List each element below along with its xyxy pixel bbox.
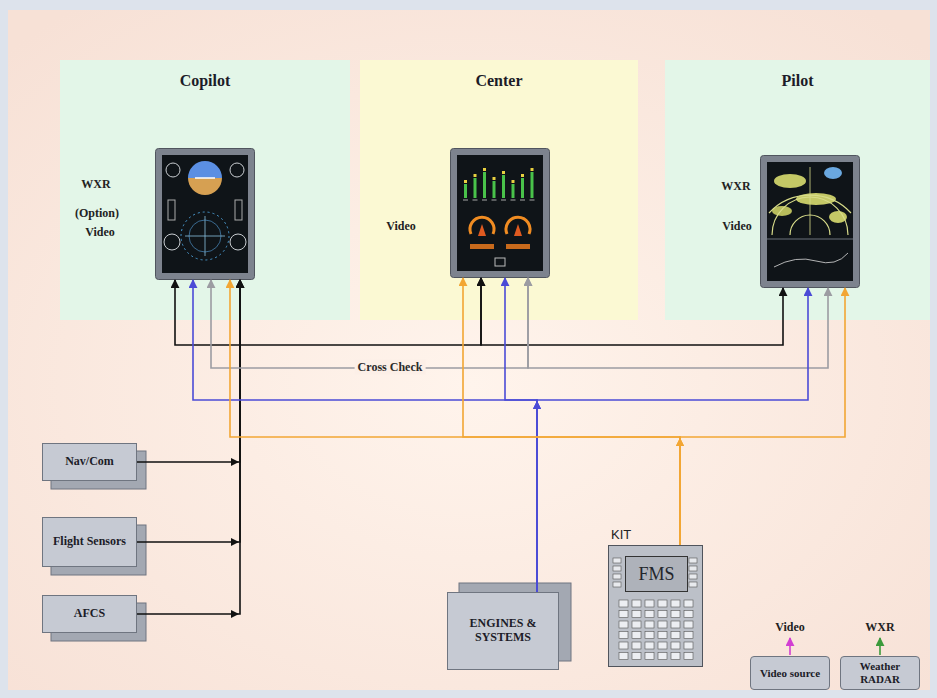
- video-key-arrow: [789, 638, 791, 655]
- junction-arrowhead: [533, 401, 541, 409]
- text-column: ENGINES & SYSTEMS: [454, 617, 552, 645]
- signal-name-holder: Video: [775, 620, 805, 635]
- fms-screen: FMS: [625, 556, 688, 592]
- systems-unit-box: ENGINES & SYSTEMS: [447, 592, 559, 670]
- autopilot-unit-box: AFCS: [42, 595, 137, 633]
- signal-bus: [680, 288, 845, 545]
- signal-name: Video: [386, 219, 416, 234]
- signal-name-holder: Video: [386, 219, 416, 234]
- unit-label: Flight Sensors: [53, 535, 126, 549]
- signal-name: (Option): [75, 206, 119, 221]
- bus-label-holder: Cross Check: [355, 360, 426, 375]
- signal-bus: [537, 288, 808, 592]
- signal-name-holder: (Option): [75, 206, 119, 221]
- signal-name-holder: WXR: [81, 177, 110, 192]
- panel-title: Pilot: [665, 72, 930, 90]
- signal-name: WXR: [865, 620, 894, 635]
- signal-name: WXR: [721, 179, 750, 194]
- unit-label: Video source: [760, 667, 820, 680]
- signal-bus: [211, 278, 528, 368]
- signal-bus: [137, 280, 240, 614]
- sensor-unit-box: Flight Sensors: [42, 517, 137, 567]
- kit-heading-holder: KIT: [611, 527, 631, 542]
- diagram-ground: [8, 10, 930, 690]
- signal-name: Video: [85, 225, 115, 240]
- signal-name-holder: Video: [85, 225, 115, 240]
- junction-arrowhead: [676, 438, 684, 446]
- fms-title: FMS: [638, 564, 674, 585]
- signal-bus: [481, 278, 783, 345]
- text-column: Flight Sensors: [53, 535, 126, 549]
- bus-label: Cross Check: [355, 360, 426, 375]
- signal-bus: [463, 278, 680, 545]
- signal-bus: [230, 280, 680, 545]
- avionics-unit-box: Nav/Com: [42, 443, 137, 481]
- junction-arrowhead: [231, 610, 239, 618]
- display-screen: [760, 155, 860, 288]
- text-column: AFCS: [74, 607, 105, 621]
- pilot-panel: Pilot: [665, 60, 930, 320]
- source-box: Video source: [750, 656, 830, 690]
- signal-bus: [175, 278, 481, 345]
- signal-bus: [193, 280, 537, 592]
- display-screen: [155, 148, 255, 280]
- signal-bus: [505, 278, 537, 592]
- junction-arrowhead: [533, 401, 541, 409]
- source-box: Weather RADAR: [840, 656, 920, 690]
- unit-label: AFCS: [74, 607, 105, 621]
- panel-title: Copilot: [60, 72, 350, 90]
- unit-label: ENGINES & SYSTEMS: [454, 617, 552, 645]
- kit-heading: KIT: [611, 527, 631, 542]
- text-column: Nav/Com: [65, 455, 114, 469]
- signal-name-holder: WXR: [865, 620, 894, 635]
- junction-arrowhead: [676, 438, 684, 446]
- signal-name-holder: Video: [722, 219, 752, 234]
- unit-label: Weather RADAR: [847, 660, 913, 685]
- weather-key-arrow: [879, 638, 881, 655]
- signal-bus: [137, 280, 240, 542]
- center-panel: Center: [360, 60, 638, 320]
- signal-name: WXR: [81, 177, 110, 192]
- junction-arrowhead: [676, 438, 684, 446]
- display-screen: [450, 148, 550, 278]
- fms-keypad: KITFMS: [608, 545, 703, 667]
- signal-name: Video: [775, 620, 805, 635]
- panel-title: Center: [360, 72, 638, 90]
- text-column: Weather RADAR: [847, 660, 913, 685]
- signal-name: Video: [722, 219, 752, 234]
- signal-bus: [528, 278, 828, 368]
- junction-arrowhead: [533, 401, 541, 409]
- text-column: Video source: [760, 667, 820, 680]
- signal-name-holder: WXR: [721, 179, 750, 194]
- junction-arrowhead: [231, 458, 239, 466]
- unit-label: Nav/Com: [65, 455, 114, 469]
- signal-bus: [137, 280, 240, 462]
- junction-arrowhead: [231, 538, 239, 546]
